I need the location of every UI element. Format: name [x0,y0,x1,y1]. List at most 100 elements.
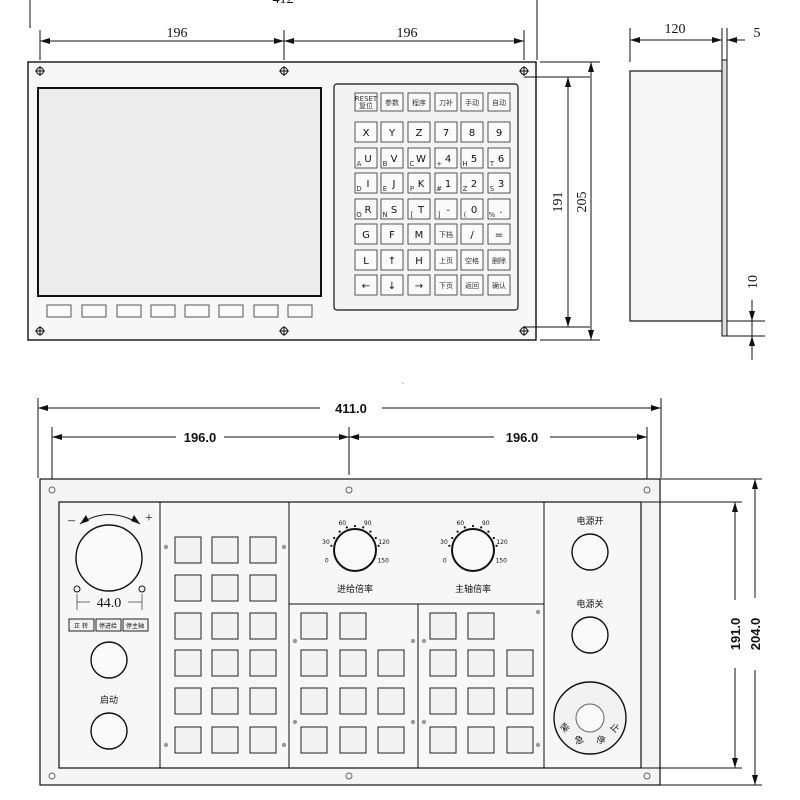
left-grid-key[interactable] [249,536,277,564]
left-grid-key[interactable] [249,649,277,677]
handwheel-mpg[interactable] [75,524,143,592]
keypad-key-top-label: 刀补 [439,98,453,107]
keypad-key[interactable] [354,172,378,194]
keypad-key[interactable] [460,249,484,271]
middle-grid-key[interactable] [339,649,367,677]
keypad-key-top-4[interactable] [460,92,484,112]
emergency-stop-button[interactable] [575,703,605,733]
keypad-key[interactable] [380,274,404,296]
left-grid-key[interactable] [211,574,239,602]
keypad-key[interactable] [380,223,404,245]
keypad-key[interactable] [487,274,511,296]
keypad-key[interactable] [434,198,458,220]
keypad-key[interactable] [354,121,378,143]
middle-grid-key[interactable] [300,687,328,715]
middle-grid-key[interactable] [339,687,367,715]
keypad-key[interactable] [380,198,404,220]
right-grid-key[interactable] [467,612,495,640]
keypad-key[interactable] [407,121,431,143]
right-grid-key[interactable] [506,726,534,754]
keypad-key[interactable] [460,121,484,143]
keypad-key[interactable] [407,223,431,245]
keypad-key[interactable] [380,172,404,194]
left-grid-key[interactable] [211,649,239,677]
right-grid-key[interactable] [467,649,495,677]
keypad-key[interactable] [407,274,431,296]
keypad-key[interactable] [487,147,511,169]
middle-grid-key[interactable] [377,649,405,677]
middle-grid-key[interactable] [377,687,405,715]
left-grid-key[interactable] [174,726,202,754]
keypad-key[interactable] [380,121,404,143]
left-grid-key[interactable] [211,687,239,715]
middle-grid-key[interactable] [300,612,328,640]
keypad-key[interactable] [460,147,484,169]
keypad-key[interactable] [434,274,458,296]
keypad-key-top-1[interactable] [380,92,404,112]
power-off-button[interactable] [571,616,609,654]
keypad-key[interactable] [407,147,431,169]
middle-grid-key[interactable] [339,726,367,754]
left-grid-key[interactable] [174,612,202,640]
left-grid-key[interactable] [249,612,277,640]
left-grid-key[interactable] [174,574,202,602]
left-grid-key[interactable] [249,574,277,602]
keypad-key[interactable] [380,249,404,271]
start-button[interactable] [90,712,128,750]
keypad-key[interactable] [354,274,378,296]
spindle-stop-button[interactable] [122,618,149,632]
round-button-upper[interactable] [90,641,128,679]
feed-hold-button[interactable] [95,618,122,632]
keypad-key[interactable] [354,147,378,169]
keypad-key[interactable] [487,249,511,271]
spindle-override-knob[interactable] [451,528,495,572]
keypad-key[interactable] [407,198,431,220]
keypad-key-top-5[interactable] [487,92,511,112]
middle-grid-key[interactable] [300,649,328,677]
keypad-key[interactable] [407,172,431,194]
left-grid-key[interactable] [211,536,239,564]
keypad-key[interactable] [460,274,484,296]
keypad-key[interactable] [354,198,378,220]
middle-grid-key[interactable] [377,726,405,754]
keypad-key[interactable] [354,249,378,271]
keypad-key[interactable] [434,223,458,245]
right-grid-key[interactable] [467,687,495,715]
middle-grid-key[interactable] [339,612,367,640]
left-grid-key[interactable] [174,536,202,564]
right-grid-key[interactable] [429,649,457,677]
keypad-key[interactable] [487,198,511,220]
keypad-key[interactable] [407,249,431,271]
keypad-key[interactable] [434,172,458,194]
left-grid-key[interactable] [174,649,202,677]
keypad-key[interactable] [460,172,484,194]
left-grid-key[interactable] [211,612,239,640]
keypad-key[interactable] [487,223,511,245]
right-grid-key[interactable] [429,726,457,754]
left-grid-key[interactable] [249,687,277,715]
keypad-key[interactable] [434,147,458,169]
right-grid-key[interactable] [429,612,457,640]
keypad-key[interactable] [487,121,511,143]
power-on-button[interactable] [571,533,609,571]
right-grid-key[interactable] [429,687,457,715]
forward-button[interactable] [68,618,95,632]
right-grid-key[interactable] [506,649,534,677]
keypad-key-top-3[interactable] [434,92,458,112]
keypad-key[interactable] [487,172,511,194]
middle-grid-key[interactable] [300,726,328,754]
left-grid-key[interactable] [174,687,202,715]
feed-override-knob[interactable] [333,528,377,572]
right-grid-key[interactable] [467,726,495,754]
left-grid-key[interactable] [249,726,277,754]
keypad-key-top-2[interactable] [407,92,431,112]
keypad-key[interactable] [460,198,484,220]
keypad-key[interactable] [434,121,458,143]
keypad-key[interactable] [380,147,404,169]
keypad-key[interactable] [354,223,378,245]
right-grid-key[interactable] [506,687,534,715]
keypad-key[interactable] [460,223,484,245]
keypad-key-top-0[interactable] [354,92,378,112]
keypad-key[interactable] [434,249,458,271]
left-grid-key[interactable] [211,726,239,754]
